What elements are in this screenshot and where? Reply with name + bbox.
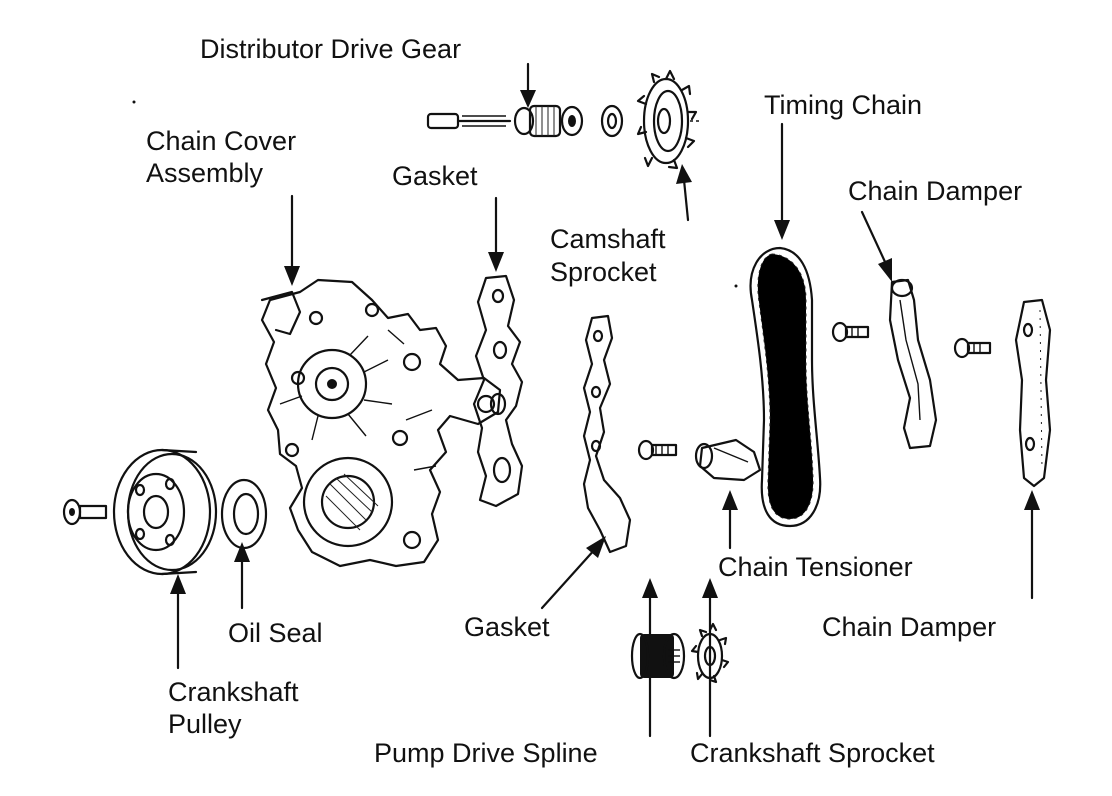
oil-seal-illustration	[220, 478, 268, 550]
arrow-gasket-top	[488, 196, 504, 272]
label-chain-damper-bottom: Chain Damper	[822, 612, 996, 642]
chain-damper-curved-illustration	[888, 278, 938, 450]
label-chain-damper-top: Chain Damper	[848, 176, 1022, 206]
label-crankshaft-sprocket: Crankshaft Sprocket	[690, 738, 935, 768]
tensioner-bolt-illustration	[637, 439, 678, 461]
pump-drive-spline-illustration	[630, 632, 686, 680]
label-chain-cover-line2: Assembly	[146, 158, 264, 188]
label-timing-chain: Timing Chain	[764, 90, 922, 120]
label-gasket-bottom: Gasket	[464, 612, 550, 642]
distributor-drive-gear-illustration	[513, 104, 584, 138]
label-camshaft-sprocket-line2: Sprocket	[550, 257, 657, 287]
arrow-chain-damper-top	[860, 210, 892, 282]
crankshaft-pulley-illustration	[112, 448, 218, 576]
crankshaft-sprocket-illustration	[690, 622, 730, 684]
arrow-gasket-bottom	[540, 536, 606, 610]
label-gasket-top: Gasket	[392, 161, 478, 191]
label-crankshaft-pulley-line2: Pulley	[168, 709, 242, 739]
gasket-top-illustration	[472, 274, 524, 508]
chain-damper-straight-illustration	[1014, 298, 1052, 488]
arrow-oil-seal	[234, 542, 250, 610]
arrow-crankshaft-pulley	[170, 574, 186, 670]
label-oil-seal: Oil Seal	[228, 618, 323, 648]
label-chain-cover-line1: Chain Cover	[146, 126, 296, 156]
label-camshaft-sprocket-line1: Camshaft	[550, 224, 666, 254]
label-crankshaft-pulley-line1: Crankshaft	[168, 677, 299, 707]
damper-bolt-upper-illustration	[831, 321, 870, 343]
camshaft-washer-illustration	[600, 104, 624, 138]
arrow-chain-tensioner	[722, 490, 738, 550]
camshaft-bolt-illustration	[426, 112, 512, 130]
label-distributor-drive-gear: Distributor Drive Gear	[200, 34, 461, 64]
gasket-bottom-illustration	[582, 314, 632, 554]
chain-tensioner-illustration	[694, 438, 762, 482]
arrow-chain-cover	[284, 194, 300, 286]
arrow-chain-damper-bottom	[1024, 490, 1040, 600]
label-chain-tensioner: Chain Tensioner	[718, 552, 913, 582]
chain-cover-assembly-illustration	[260, 278, 502, 568]
damper-bolt-lower-illustration	[953, 337, 992, 359]
timing-chain-illustration	[749, 246, 822, 528]
crankshaft-pulley-bolt-illustration	[62, 498, 108, 526]
arrow-distributor-drive-gear	[520, 62, 536, 108]
label-pump-drive-spline: Pump Drive Spline	[374, 738, 598, 768]
scan-mark	[734, 284, 738, 288]
arrow-timing-chain	[774, 122, 790, 240]
arrow-camshaft-sprocket	[676, 164, 692, 222]
scan-mark	[132, 100, 136, 104]
camshaft-sprocket-illustration	[636, 69, 702, 170]
